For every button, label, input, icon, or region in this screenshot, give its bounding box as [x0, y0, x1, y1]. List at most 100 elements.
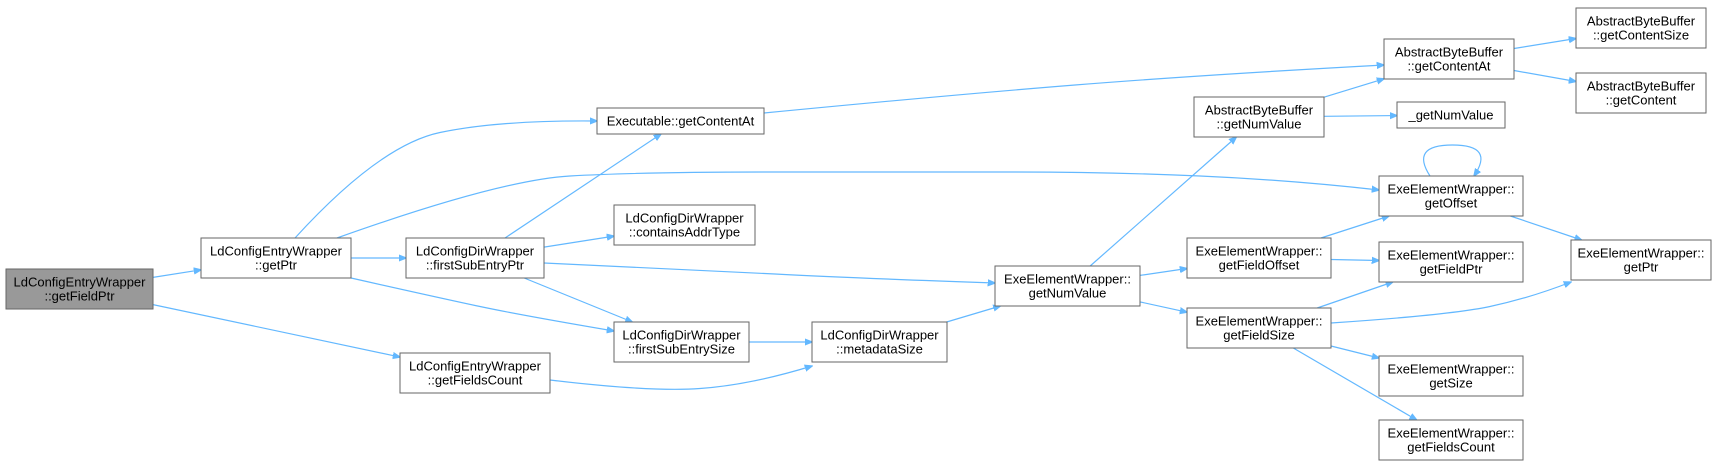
- node-label-line: getFieldsCount: [1407, 440, 1495, 455]
- node-label-line: ::getNumValue: [1216, 117, 1301, 132]
- node-box: [1186, 237, 1332, 279]
- node-label-line: ExeElementWrapper::: [1578, 246, 1705, 261]
- node-label-line: ::firstSubEntrySize: [628, 342, 735, 357]
- node-eew_getNumValue[interactable]: ExeElementWrapper::getNumValue: [994, 265, 1141, 307]
- node-box: [1378, 241, 1524, 283]
- node-label-line: LdConfigDirWrapper: [416, 244, 535, 259]
- edge-eew_getFieldSize-to-eew_getPtr: [1330, 282, 1571, 324]
- node-box: [1378, 355, 1524, 397]
- node-label-line: LdConfigDirWrapper: [625, 211, 744, 226]
- node-eew_getOffset[interactable]: ExeElementWrapper::getOffset: [1378, 175, 1524, 217]
- node-box: [994, 265, 1141, 307]
- node-label-line: ::getContentAt: [1407, 59, 1490, 74]
- node-label-line: LdConfigDirWrapper: [622, 328, 741, 343]
- edge-eew_getNumValue-to-abb_getNumValue: [1089, 137, 1236, 267]
- node-ldce_getPtr[interactable]: LdConfigEntryWrapper::getPtr: [200, 237, 352, 279]
- edge-eew_getFieldOffset-to-eew_getFieldPtr: [1330, 260, 1379, 261]
- node-root[interactable]: LdConfigEntryWrapper::getFieldPtr: [5, 268, 154, 310]
- node-box: [1186, 307, 1332, 349]
- node-box: [1575, 7, 1707, 49]
- edge-abb_getNumValue-to-abb_getContentAt: [1323, 79, 1384, 98]
- node-abb_getContentAt[interactable]: AbstractByteBuffer::getContentAt: [1383, 38, 1515, 80]
- node-label-line: ExeElementWrapper::: [1196, 314, 1323, 329]
- node-box: [1378, 175, 1524, 217]
- node-box: [1383, 38, 1515, 80]
- node-label-line: ::getContent: [1606, 93, 1677, 108]
- node-box: [1575, 72, 1707, 114]
- node-eew_getFieldOffset[interactable]: ExeElementWrapper::getFieldOffset: [1186, 237, 1332, 279]
- node-abb_getContent[interactable]: AbstractByteBuffer::getContent: [1575, 72, 1707, 114]
- edge-eew_getFieldSize-to-eew_getFieldPtr: [1316, 282, 1393, 309]
- node-eew_getFieldSize[interactable]: ExeElementWrapper::getFieldSize: [1186, 307, 1332, 349]
- node-box: [1193, 96, 1325, 138]
- node-ldcd_metadataSize[interactable]: LdConfigDirWrapper::metadataSize: [811, 321, 948, 363]
- edge-abb_getContentAt-to-abb_getContent: [1513, 69, 1576, 82]
- node-label-line: _getNumValue: [1407, 108, 1493, 123]
- edge-ldcd_firstSubEntryPtr-to-exe_getContentAt: [504, 134, 661, 239]
- node-label-line: ::getFieldsCount: [428, 373, 523, 388]
- node-label-line: ExeElementWrapper::: [1388, 426, 1515, 441]
- node-label-line: getSize: [1429, 376, 1472, 391]
- node-ldcd_containsAddrType[interactable]: LdConfigDirWrapper::containsAddrType: [613, 204, 756, 246]
- node-label-line: getPtr: [1624, 260, 1659, 275]
- node-box: [596, 107, 765, 135]
- node-label-line: AbstractByteBuffer: [1395, 45, 1504, 60]
- node-label-line: ExeElementWrapper::: [1004, 272, 1131, 287]
- node-label-line: ::metadataSize: [836, 342, 923, 357]
- node-label-line: LdConfigEntryWrapper: [409, 359, 542, 374]
- node-ldce_getFieldsCount[interactable]: LdConfigEntryWrapper::getFieldsCount: [399, 352, 551, 394]
- node-abb_getContentSize[interactable]: AbstractByteBuffer::getContentSize: [1575, 7, 1707, 49]
- node-box: [405, 237, 545, 279]
- edge-ldce_getFieldsCount-to-ldcd_metadataSize: [549, 366, 812, 390]
- node-getNumValue_free[interactable]: _getNumValue: [1396, 101, 1506, 129]
- node-box: [1396, 101, 1506, 129]
- edge-ldce_getPtr-to-exe_getContentAt: [294, 121, 597, 239]
- node-label-line: Executable::getContentAt: [607, 114, 755, 129]
- node-label-line: AbstractByteBuffer: [1587, 14, 1696, 29]
- edge-eew_getOffset-to-eew_getOffset: [1423, 144, 1482, 176]
- node-label-line: ::firstSubEntryPtr: [426, 258, 525, 273]
- edge-ldcd_firstSubEntryPtr-to-ldcd_containsAddrType: [543, 236, 614, 248]
- node-label-line: ExeElementWrapper::: [1196, 244, 1323, 259]
- edge-abb_getContentAt-to-abb_getContentSize: [1513, 38, 1576, 50]
- node-label-line: AbstractByteBuffer: [1587, 79, 1696, 94]
- node-label-line: ::getFieldPtr: [44, 289, 115, 304]
- edges-layer: [152, 38, 1582, 420]
- edge-eew_getFieldOffset-to-eew_getOffset: [1320, 216, 1389, 239]
- node-abb_getNumValue[interactable]: AbstractByteBuffer::getNumValue: [1193, 96, 1325, 138]
- edge-eew_getOffset-to-eew_getPtr: [1510, 215, 1581, 240]
- edge-ldcd_firstSubEntryPtr-to-eew_getNumValue: [543, 262, 995, 283]
- edge-root-to-ldce_getPtr: [152, 270, 201, 278]
- node-label-line: LdConfigEntryWrapper: [210, 244, 343, 259]
- node-label-line: LdConfigDirWrapper: [820, 328, 939, 343]
- node-label-line: ExeElementWrapper::: [1388, 362, 1515, 377]
- node-label-line: AbstractByteBuffer: [1205, 103, 1314, 118]
- edge-eew_getNumValue-to-eew_getFieldOffset: [1139, 269, 1187, 276]
- edge-ldce_getPtr-to-ldcd_firstSubEntrySize: [350, 277, 614, 331]
- edge-abb_getNumValue-to-getNumValue_free: [1323, 116, 1397, 117]
- node-box: [1570, 239, 1712, 281]
- node-label-line: ::getContentSize: [1593, 28, 1689, 43]
- edge-ldce_getPtr-to-eew_getOffset: [336, 171, 1379, 239]
- node-label-line: getFieldOffset: [1219, 258, 1300, 273]
- node-label-line: ExeElementWrapper::: [1388, 248, 1515, 263]
- edge-eew_getNumValue-to-eew_getFieldSize: [1139, 301, 1187, 312]
- node-ldcd_firstSubEntrySize[interactable]: LdConfigDirWrapper::firstSubEntrySize: [613, 321, 750, 363]
- node-ldcd_firstSubEntryPtr[interactable]: LdConfigDirWrapper::firstSubEntryPtr: [405, 237, 545, 279]
- node-eew_getFieldPtr[interactable]: ExeElementWrapper::getFieldPtr: [1378, 241, 1524, 283]
- node-eew_getFieldsCount[interactable]: ExeElementWrapper::getFieldsCount: [1378, 419, 1524, 461]
- node-box: [811, 321, 948, 363]
- node-box: [200, 237, 352, 279]
- node-label-line: getFieldPtr: [1420, 262, 1484, 277]
- edge-root-to-ldce_getFieldsCount: [152, 304, 400, 357]
- edge-ldcd_metadataSize-to-eew_getNumValue: [946, 306, 1001, 323]
- node-exe_getContentAt[interactable]: Executable::getContentAt: [596, 107, 765, 135]
- node-eew_getPtr[interactable]: ExeElementWrapper::getPtr: [1570, 239, 1712, 281]
- node-label-line: getNumValue: [1029, 286, 1107, 301]
- node-eew_getSize[interactable]: ExeElementWrapper::getSize: [1378, 355, 1524, 397]
- node-label-line: getOffset: [1425, 196, 1478, 211]
- node-label-line: ::containsAddrType: [629, 225, 740, 240]
- node-label-line: LdConfigEntryWrapper: [14, 275, 147, 290]
- node-label-line: ExeElementWrapper::: [1388, 182, 1515, 197]
